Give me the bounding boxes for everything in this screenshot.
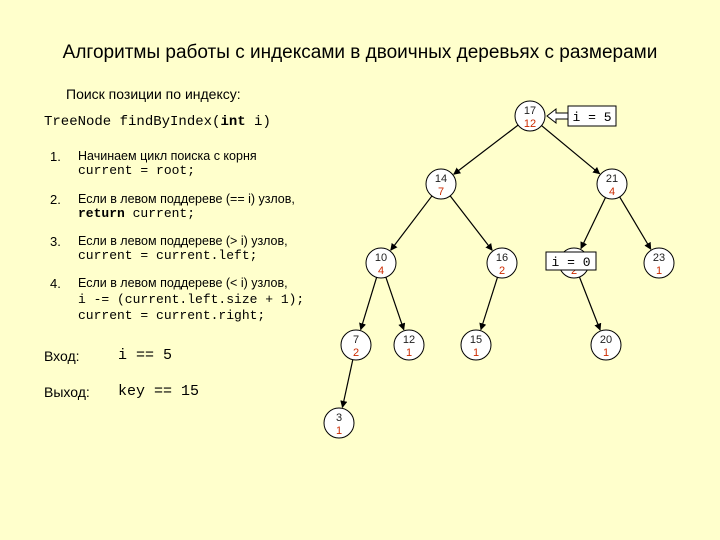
tree-edge — [453, 124, 519, 175]
section-subtitle: Поиск позиции по индексу: — [66, 86, 241, 102]
tree-node-key: 14 — [435, 173, 447, 185]
tree-node: 151 — [460, 329, 492, 361]
step-text: Если в левом поддереве (== i) узлов, — [78, 192, 295, 206]
tree-node-size: 4 — [609, 186, 615, 198]
tree-node-key: 21 — [606, 173, 618, 185]
tree-edge — [340, 359, 354, 409]
tree-node-size: 1 — [603, 347, 609, 359]
tree-edge — [449, 195, 493, 251]
tree-node-key: 12 — [403, 334, 415, 346]
tree-node-key: 17 — [524, 105, 536, 117]
tree-edge — [578, 276, 602, 331]
tree-edge — [479, 277, 499, 331]
tree-node-circle — [425, 168, 457, 200]
tree-node-size: 2 — [571, 265, 577, 277]
tree-node-size: 4 — [378, 265, 384, 277]
tree-edge — [541, 125, 601, 175]
signature-prefix: TreeNode findByIndex( — [44, 114, 221, 130]
tree-node-circle — [486, 247, 518, 279]
tree-node-circle — [590, 329, 622, 361]
tree-node: 72 — [340, 329, 372, 361]
input-value: i == 5 — [118, 347, 173, 364]
step-number: 4. — [50, 276, 61, 291]
tree-node-size: 2 — [353, 347, 359, 359]
step-code: i -= (current.left.size + 1); — [78, 292, 305, 307]
tree-edge — [619, 196, 652, 250]
tree-node-size: 2 — [499, 265, 505, 277]
tree-node: 147 — [425, 168, 457, 200]
tree-node-key: 15 — [470, 334, 482, 346]
tree-node: 121 — [393, 329, 425, 361]
tree-edge — [390, 195, 433, 251]
tree-node-circle — [514, 100, 546, 132]
tree-node-size: 1 — [473, 347, 479, 359]
tree-node-circle — [340, 329, 372, 361]
slide-title: Алгоритмы работы с индексами в двоичных … — [62, 42, 658, 63]
tree-node-key: 16 — [496, 252, 508, 264]
index-annotation: i = 5 — [546, 105, 617, 127]
step-code: current = current.left; — [78, 248, 258, 263]
tree-node-circle — [643, 247, 675, 279]
step-text: Начинаем цикл поиска с корня — [78, 149, 257, 163]
tree-node-key: 7 — [353, 334, 359, 346]
hollow-arrow-icon — [546, 107, 569, 125]
signature-suffix: i) — [245, 114, 271, 130]
tree-edge — [580, 197, 607, 250]
step-code: current = root; — [78, 163, 196, 178]
tree-edge — [359, 277, 378, 331]
step-number: 3. — [50, 234, 61, 249]
tree-node-circle — [596, 168, 628, 200]
tree-node-key: 20 — [600, 334, 612, 346]
tree-node: 31 — [323, 407, 355, 439]
annotation-box — [545, 251, 597, 271]
output-label: Выход: — [44, 384, 90, 400]
index-annotation: i = 0 — [545, 251, 597, 271]
step-text: Если в левом поддереве (> i) узлов, — [78, 234, 288, 248]
tree-node-size: 1 — [656, 265, 662, 277]
tree-node-circle — [460, 329, 492, 361]
tree-node-size: 7 — [438, 186, 444, 198]
step-number: 2. — [50, 192, 61, 207]
step-text: Если в левом поддереве (< i) узлов, — [78, 276, 288, 290]
tree-edge — [385, 277, 406, 331]
input-label: Вход: — [44, 348, 80, 364]
annotation-text: i = 0 — [551, 255, 590, 270]
tree-node-size: 1 — [336, 425, 342, 437]
return-keyword: return — [78, 206, 125, 221]
tree-node-key: 3 — [336, 412, 342, 424]
tree-node-size: 1 — [406, 347, 412, 359]
tree-node-circle — [393, 329, 425, 361]
signature-keyword: int — [220, 114, 246, 130]
tree-node-key: 23 — [653, 252, 665, 264]
annotation-text: i = 5 — [572, 110, 611, 125]
tree-node: 201 — [590, 329, 622, 361]
step-number: 1. — [50, 149, 61, 164]
step-code: current = current.right; — [78, 308, 266, 323]
tree-node-size: 12 — [524, 118, 536, 130]
tree-node: 231 — [643, 247, 675, 279]
step-code-rest: current; — [124, 206, 196, 221]
tree-node: 214 — [596, 168, 628, 200]
step-code: return current; — [78, 206, 195, 221]
tree-node: 162 — [486, 247, 518, 279]
tree-node-key: 10 — [375, 252, 387, 264]
tree-node: 104 — [365, 247, 397, 279]
output-value: key == 15 — [118, 383, 200, 400]
method-signature: TreeNode findByIndex(int i) — [44, 114, 271, 130]
tree-node-circle — [323, 407, 355, 439]
tree-node-circle — [365, 247, 397, 279]
